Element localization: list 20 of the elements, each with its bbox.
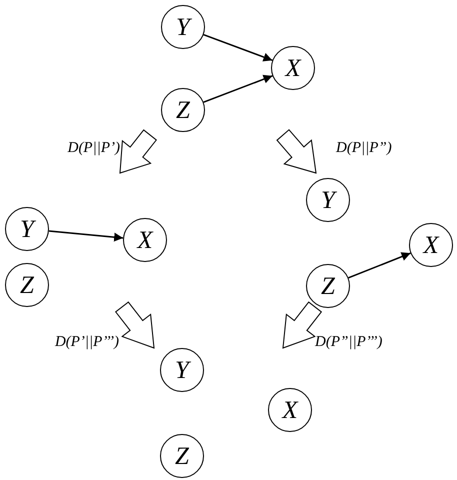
variable-circle: Y: [5, 207, 49, 251]
variable-circle: X: [271, 46, 315, 90]
arrow: [48, 230, 124, 242]
arrow: [348, 252, 411, 279]
arrow: [203, 34, 273, 62]
variable-circle: X: [268, 388, 312, 432]
variable-circle: Y: [160, 348, 204, 392]
variable-circle: X: [123, 218, 167, 262]
divergence-label: D(P’||P’’’): [54, 333, 119, 352]
variable-circle: Y: [161, 5, 205, 49]
divergence-label: D(P||P’): [68, 139, 120, 158]
variable-circle: Z: [160, 434, 204, 478]
variable-circle: Z: [5, 263, 49, 307]
variable-circle: Z: [306, 264, 350, 308]
variable-circle: Y: [306, 178, 350, 222]
variable-circle: X: [409, 223, 453, 267]
divergence-label: D(P||P”): [336, 139, 392, 158]
variable-circle: Z: [161, 88, 205, 132]
arrow: [203, 74, 273, 103]
divergence-label: D(P”||P’’’): [315, 333, 382, 352]
